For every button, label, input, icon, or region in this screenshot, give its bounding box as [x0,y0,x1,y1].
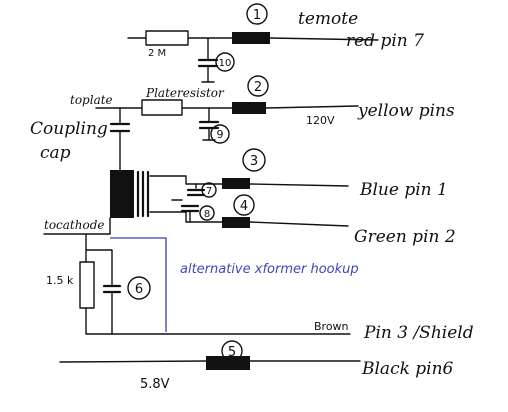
ferrite-bead-4 [222,217,250,228]
plate-resistor [141,99,183,116]
alternative-hookup-note: alternative xformer hookup [180,262,359,277]
circle-7: 7 [201,182,217,198]
brown-wire-name: Pin 3 /Shield [363,323,474,343]
cathode-resistor-lead-bottom [85,307,113,335]
circle-5-label: 5 [228,345,236,360]
cap-label: cap [40,143,71,163]
circle-8: 8 [199,205,215,221]
circle-3-label: 3 [250,154,258,169]
wire-5-name: Black pin6 [361,359,454,379]
wire-1-name: temote [298,9,358,29]
transformer-out-top [149,175,223,185]
cathode-resistor [79,261,95,309]
ferrite-bead-2 [232,102,266,114]
wire-4-right [249,221,349,227]
circle-6: 6 [127,276,151,300]
circle-10: 10 [215,52,235,72]
circle-10-label: 10 [219,58,232,69]
circle-8-label: 8 [204,209,210,220]
circle-4-label: 4 [240,199,248,214]
cap-6-lead-top [85,249,113,287]
transformer [110,170,223,223]
ferrite-bead-1 [232,32,270,44]
wire-1-right [269,37,379,41]
circle-1-label: 1 [253,8,261,23]
wire-3-right [249,183,349,187]
circle-5: 5 [221,340,243,362]
wire-2-group [95,99,359,141]
circle-9: 9 [210,124,230,144]
transformer-out-bottom [149,211,223,223]
wire-3-name: Blue pin 1 [359,180,448,200]
plate-voltage: 120V [306,114,335,127]
coupling-label: Coupling [30,119,108,139]
brown-wire-tag: Brown [314,320,349,333]
cathode-resistor-value: 1.5 k [46,274,74,287]
wire-5-left [59,360,207,363]
transformer-core-left [110,170,134,218]
toplate-label: toplate [70,93,113,107]
plate-resistor-label: Plateresistor [145,86,225,100]
wire-2-name: yellow pins [357,101,455,121]
cathode-group [43,217,351,335]
alternative-hookup-line [110,237,167,332]
circle-2-label: 2 [254,80,262,95]
cathode-wire [43,217,111,235]
resistor-2m [145,30,189,46]
resistor-top-value: 2 M [148,48,166,59]
wire-5-group [59,356,361,370]
circle-3: 3 [242,148,266,172]
bottom-voltage: 5.8V [140,377,170,392]
ferrite-bead-3 [222,178,250,189]
circle-9-label: 9 [217,128,224,141]
circle-2: 2 [247,75,269,97]
wire-1-sub: red pin 7 [346,31,424,51]
circle-4: 4 [233,194,255,216]
wire-1-group [127,30,379,83]
wire-4-group [171,199,349,228]
wire-4-name: Green pin 2 [354,227,456,247]
tocathode-label: tocathode [44,218,104,232]
circle-1: 1 [246,3,268,25]
coupling-cap-group [109,107,131,171]
circle-7-label: 7 [206,186,212,197]
circle-6-label: 6 [135,282,143,297]
plate-wire-right [265,105,359,109]
ferrite-bead-5 [206,356,250,370]
